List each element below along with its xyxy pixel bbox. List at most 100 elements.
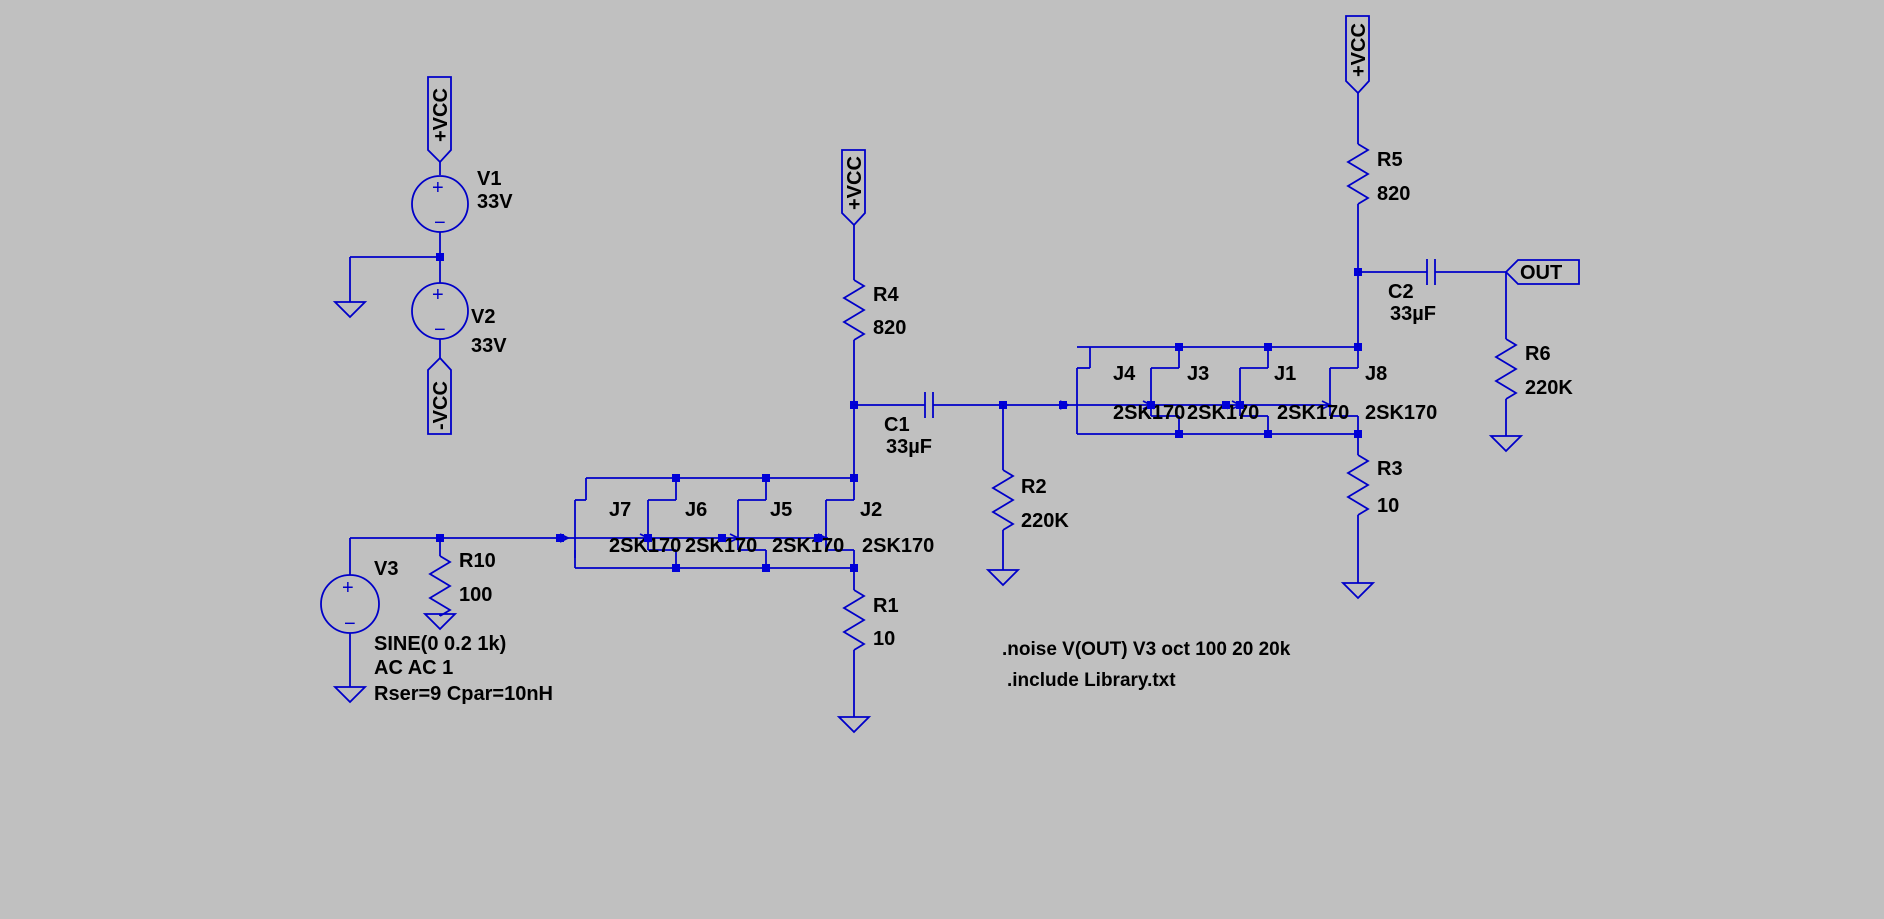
r10-name: R10 bbox=[459, 550, 496, 572]
v1-value: 33V bbox=[477, 191, 513, 213]
power-supply: +VCC + − V1 33V + − V2 33V -VCC bbox=[332, 76, 513, 435]
vcc-flag-label: +VCC bbox=[1348, 23, 1370, 77]
c1-value: 33µF bbox=[886, 436, 932, 458]
j6-name: J6 bbox=[685, 499, 707, 521]
resistor-r1[interactable] bbox=[842, 589, 866, 651]
minus-icon: − bbox=[434, 212, 446, 234]
resistor-r5[interactable] bbox=[1346, 143, 1370, 205]
r4-value: 820 bbox=[873, 317, 906, 339]
junction-dot bbox=[644, 534, 652, 542]
jfet-j7[interactable] bbox=[559, 478, 587, 568]
gate-arrow-icon bbox=[729, 533, 741, 543]
v2-value: 33V bbox=[471, 335, 507, 357]
include-directive[interactable]: .include Library.txt bbox=[1007, 670, 1176, 691]
capacitor-c2[interactable] bbox=[1426, 259, 1436, 285]
r5-name: R5 bbox=[1377, 149, 1403, 171]
second-stage: J4 J3 J1 J8 2SK170 2SK170 2SK170 2SK170 … bbox=[1059, 15, 1580, 600]
j7-value: 2SK170 bbox=[609, 535, 681, 557]
c2-value: 33µF bbox=[1390, 303, 1436, 325]
c2-name: C2 bbox=[1388, 281, 1414, 303]
out-flag[interactable]: OUT bbox=[1504, 259, 1580, 285]
voltage-source-v3[interactable]: + − bbox=[320, 574, 380, 635]
ground-icon bbox=[1488, 435, 1524, 453]
r3-name: R3 bbox=[1377, 458, 1403, 480]
ground-icon bbox=[836, 716, 872, 734]
v3-line3: Rser=9 Cpar=10nH bbox=[374, 683, 553, 705]
resistor-r10[interactable] bbox=[428, 555, 452, 617]
r10-value: 100 bbox=[459, 584, 492, 606]
j4-name: J4 bbox=[1113, 363, 1136, 385]
junction-dot bbox=[1222, 401, 1230, 409]
r3-value: 10 bbox=[1377, 495, 1399, 517]
r1-value: 10 bbox=[873, 628, 895, 650]
junction-dot bbox=[556, 534, 564, 542]
j5-name: J5 bbox=[770, 499, 792, 521]
j3-name: J3 bbox=[1187, 363, 1209, 385]
resistor-r4[interactable] bbox=[842, 279, 866, 341]
out-flag-label: OUT bbox=[1520, 262, 1562, 284]
j6-value: 2SK170 bbox=[685, 535, 757, 557]
r5-value: 820 bbox=[1377, 183, 1410, 205]
v1-name: V1 bbox=[477, 168, 501, 190]
ground-icon bbox=[422, 613, 458, 631]
junction-dot bbox=[1175, 430, 1183, 438]
r6-value: 220K bbox=[1525, 377, 1573, 399]
minus-icon: − bbox=[344, 613, 356, 635]
resistor-r6[interactable] bbox=[1494, 338, 1518, 400]
junction-dot bbox=[762, 474, 770, 482]
vcc-flag-label: +VCC bbox=[430, 88, 452, 142]
j2-name: J2 bbox=[860, 499, 882, 521]
junction-dot bbox=[762, 564, 770, 572]
ground-icon bbox=[1340, 582, 1376, 600]
junction-dot bbox=[718, 534, 726, 542]
vee-flag-label: -VCC bbox=[430, 381, 452, 430]
vcc-flag-supply[interactable]: +VCC bbox=[427, 76, 452, 164]
j8-value: 2SK170 bbox=[1365, 402, 1437, 424]
j8-name: J8 bbox=[1365, 363, 1387, 385]
vcc-flag-stage1[interactable]: +VCC bbox=[841, 149, 866, 227]
junction-dot bbox=[1264, 343, 1272, 351]
voltage-source-v1[interactable]: + − bbox=[411, 175, 469, 234]
junction-dot bbox=[1059, 401, 1067, 409]
capacitor-c1[interactable] bbox=[924, 392, 934, 418]
v2-name: V2 bbox=[471, 306, 495, 328]
vcc-flag-stage2[interactable]: +VCC bbox=[1345, 15, 1370, 95]
j2-value: 2SK170 bbox=[862, 535, 934, 557]
j5-value: 2SK170 bbox=[772, 535, 844, 557]
resistor-r3[interactable] bbox=[1346, 454, 1370, 516]
junction-dot bbox=[1175, 343, 1183, 351]
gate-arrow-icon bbox=[1321, 400, 1333, 410]
ground-icon bbox=[332, 301, 368, 319]
j1-name: J1 bbox=[1274, 363, 1296, 385]
j1-value: 2SK170 bbox=[1277, 402, 1349, 424]
plus-icon: + bbox=[432, 177, 444, 199]
c1-name: C1 bbox=[884, 414, 910, 436]
minus-icon: − bbox=[434, 319, 446, 341]
ground-icon bbox=[985, 569, 1021, 587]
vee-flag[interactable]: -VCC bbox=[427, 356, 452, 435]
r6-name: R6 bbox=[1525, 343, 1551, 365]
noise-directive[interactable]: .noise V(OUT) V3 oct 100 20 20k bbox=[1002, 639, 1291, 660]
plus-icon: + bbox=[342, 577, 354, 599]
j7-name: J7 bbox=[609, 499, 631, 521]
junction-dot bbox=[1236, 401, 1244, 409]
resistor-r2[interactable] bbox=[991, 469, 1015, 531]
vcc-flag-label: +VCC bbox=[844, 156, 866, 210]
r4-name: R4 bbox=[873, 284, 899, 306]
junction-dot bbox=[1147, 401, 1155, 409]
voltage-source-v2[interactable]: + − bbox=[411, 282, 469, 341]
v3-line2: AC AC 1 bbox=[374, 657, 453, 679]
j4-value: 2SK170 bbox=[1113, 402, 1185, 424]
v3-line1: SINE(0 0.2 1k) bbox=[374, 633, 506, 655]
junction-dot bbox=[1264, 430, 1272, 438]
v3-name: V3 bbox=[374, 558, 398, 580]
junction-dot bbox=[672, 564, 680, 572]
r2-value: 220K bbox=[1021, 510, 1069, 532]
ground-icon bbox=[332, 686, 368, 704]
jfet-j4[interactable] bbox=[1059, 347, 1091, 434]
junction-dot bbox=[672, 474, 680, 482]
jfet-j5[interactable] bbox=[729, 478, 767, 568]
plus-icon: + bbox=[432, 284, 444, 306]
input-stage: + − V3 SINE(0 0.2 1k) AC AC 1 Rser=9 Cpa… bbox=[320, 534, 560, 705]
